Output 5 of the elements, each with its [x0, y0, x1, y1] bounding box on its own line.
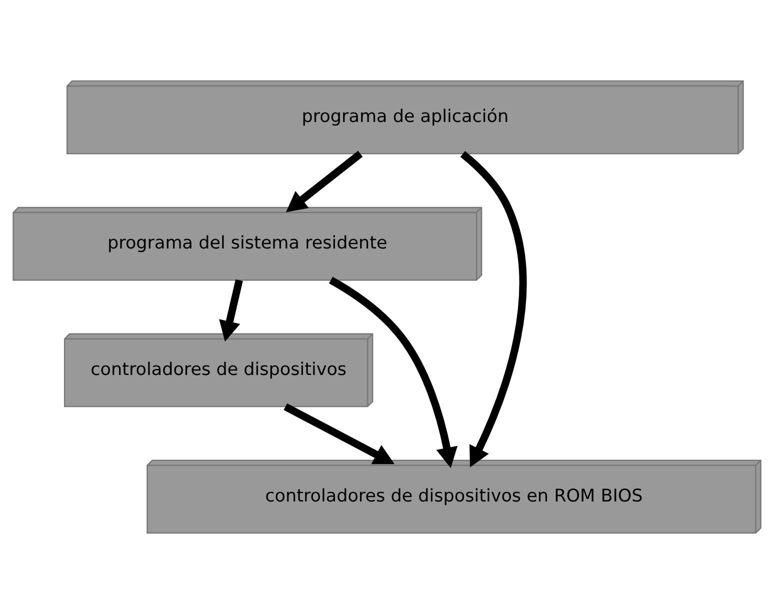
- arrow: [284, 402, 395, 464]
- arrow: [286, 150, 363, 212]
- arrow: [460, 150, 526, 467]
- arrow: [328, 276, 458, 468]
- arrow: [219, 278, 243, 342]
